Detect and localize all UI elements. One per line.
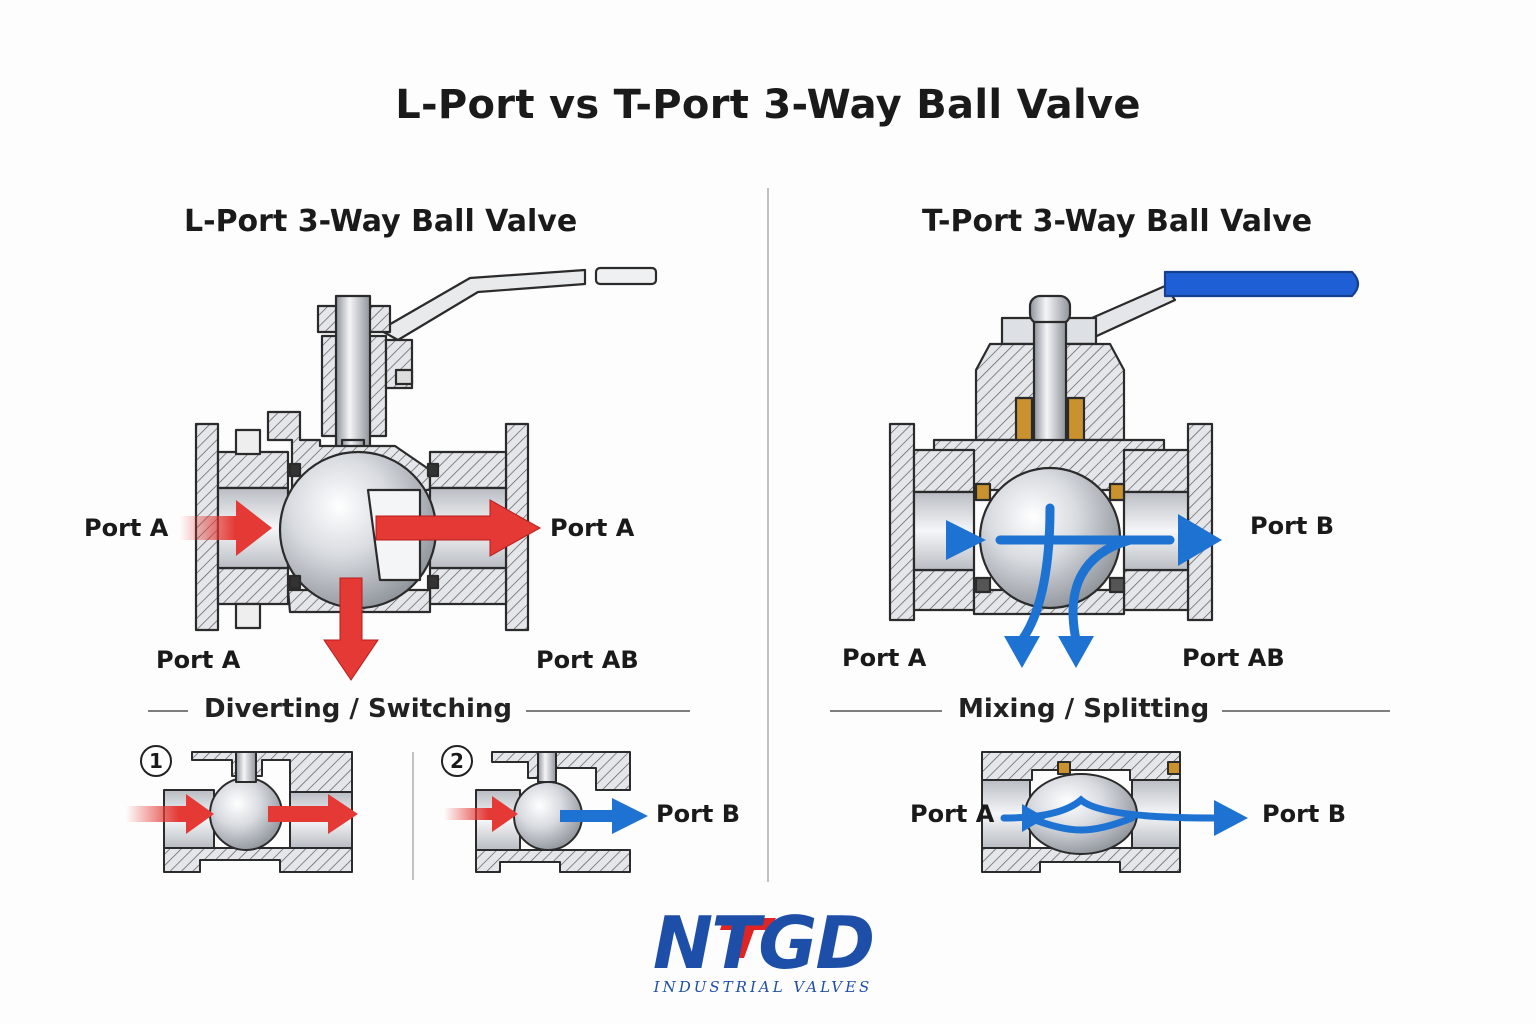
step-2-port-label: Port B [656, 800, 741, 828]
t-port-detail-drawing [981, 751, 1181, 873]
step-1-outlet-arrow [268, 794, 358, 834]
step-2-inlet-arrow [444, 796, 518, 832]
t-port-mode-label: Mixing / Splitting [958, 694, 1210, 724]
l-port-outlet-label: Port A [550, 514, 635, 542]
page-title: L-Port vs T-Port 3-Way Ball Valve [395, 82, 1141, 128]
t-port-packing-right [1066, 396, 1086, 444]
t-port-subtitle: T-Port 3-Way Ball Valve [922, 204, 1313, 239]
t-port-valve-drawing [888, 270, 1360, 622]
l-port-valve-drawing [194, 266, 658, 632]
logo-tagline: INDUSTRIAL VALVES [653, 978, 873, 996]
t-port-down-head-a [1004, 636, 1040, 668]
t-port-down-head-b [1058, 636, 1094, 668]
t-port-flow-arrows [855, 503, 1175, 645]
l-port-bottom-left-label: Port A [156, 646, 241, 674]
l-port-inlet-label: Port A [84, 514, 169, 542]
step-1-inlet-arrow [126, 794, 214, 834]
t-port-bottom-right-label: Port AB [1182, 644, 1285, 672]
t-port-arrowheads [946, 514, 1222, 668]
l-port-handle [378, 268, 587, 342]
t-port-handle-grip [1163, 270, 1360, 298]
logo-red-accent [720, 918, 776, 958]
step-2-outlet-arrow [560, 798, 648, 834]
t-port-bottom-left-label: Port A [842, 644, 927, 672]
l-port-handle-tip [594, 266, 658, 286]
l-port-inlet-arrow [180, 500, 272, 556]
t-port-packing-left [1014, 396, 1034, 444]
t-port-detail-in-label: Port A [910, 800, 995, 828]
t-port-detail-out-label: Port B [1262, 800, 1347, 828]
l-port-flow-arrows [180, 499, 542, 681]
l-port-outlet-arrow [375, 499, 542, 557]
t-port-detail-head-out [1214, 800, 1248, 836]
l-port-down-arrow [323, 577, 379, 681]
logo-wordmark: NTGD [652, 901, 875, 985]
t-port-detail-head-in [1022, 804, 1046, 832]
step-2-drawing [475, 751, 631, 873]
t-port-outlet-label: Port B [1250, 512, 1335, 540]
l-port-subtitle: L-Port 3-Way Ball Valve [184, 204, 578, 239]
l-port-mode-label: Diverting / Switching [204, 694, 513, 724]
l-port-bottom-right-label: Port AB [536, 646, 639, 674]
brand-logo: NTGD INDUSTRIAL VALVES [628, 906, 898, 996]
t-port-outlet-head [1178, 514, 1222, 566]
step-2-badge: 2 [441, 745, 473, 777]
t-port-inlet-head [946, 520, 986, 560]
step-1-badge: 1 [140, 745, 172, 777]
